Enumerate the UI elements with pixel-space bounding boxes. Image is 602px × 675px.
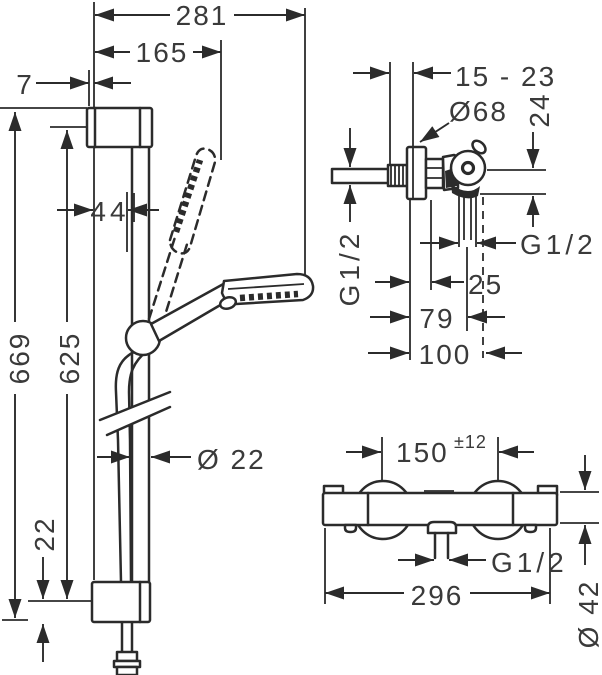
dim-24-label: 24 [524,92,555,127]
hand-shower-raised-dashed [147,147,217,327]
dim-25-label: 25 [468,269,503,300]
escutcheon [405,145,428,201]
valve-detail-view: 15 - 23 Ø68 24 G1/2 G1/2 25 79 100 [330,61,597,370]
hand-shower [149,272,315,343]
dim-15-23-label: 15 - 23 [455,61,556,92]
dim-281-label: 281 [176,0,229,31]
shower-set-view: 281 165 7 44 669 625 22 Ø 22 [0,0,315,675]
valve-nut [424,157,445,190]
shower-hose [112,349,149,675]
valve-extension-lines [389,62,546,360]
dim-625-label: 625 [54,332,85,385]
valve-body [330,139,487,201]
dim-150-tolerance-label: ±12 [454,432,487,452]
inlet-pipe [330,167,390,185]
slide-bar [130,145,151,584]
dim-escutcheon-label: Ø68 [449,96,508,127]
dim-669-label: 669 [4,332,35,385]
bar-break-symbol [98,390,172,437]
bottom-nub-left [343,523,358,534]
outlet-port [426,520,458,535]
handle-lever-tab [471,139,487,155]
dim-79-label: 79 [419,303,454,334]
inlet-thread [386,163,409,188]
valve-dimension-lines [343,66,540,360]
dim-outlet-thread-label: G1/2 [520,229,597,260]
dim-7-label: 7 [16,69,34,100]
dim-42-label: Ø 42 [573,580,602,649]
mixer-body [321,479,559,560]
dim-mixer-outlet-thread-label: G1/2 [491,547,568,578]
mixer-front-view: 150 ±12 G1/2 296 Ø 42 [321,432,602,649]
dim-inlet-thread-label: G1/2 [334,230,365,307]
shower-dimension-lines [8,8,305,662]
mixer-extension-lines [324,437,599,604]
dim-bar-diameter-label: Ø 22 [197,444,266,475]
dim-165-label: 165 [136,37,189,68]
wall-bracket-bottom [90,580,152,624]
shower-extension-lines [0,2,306,621]
dim-44-label: 44 [90,196,129,227]
mixer-dimension-lines [325,445,592,600]
dim-100-label: 100 [419,339,472,370]
bottom-nub-right [523,523,538,534]
dim-150-label: 150 [396,437,449,468]
outlet-pipe [433,531,450,560]
wall-bracket-top [85,106,154,149]
dim-296-label: 296 [411,580,464,611]
valve-handle [449,139,487,187]
outlet-elbow [451,184,480,199]
dim-22-label: 22 [29,516,60,551]
